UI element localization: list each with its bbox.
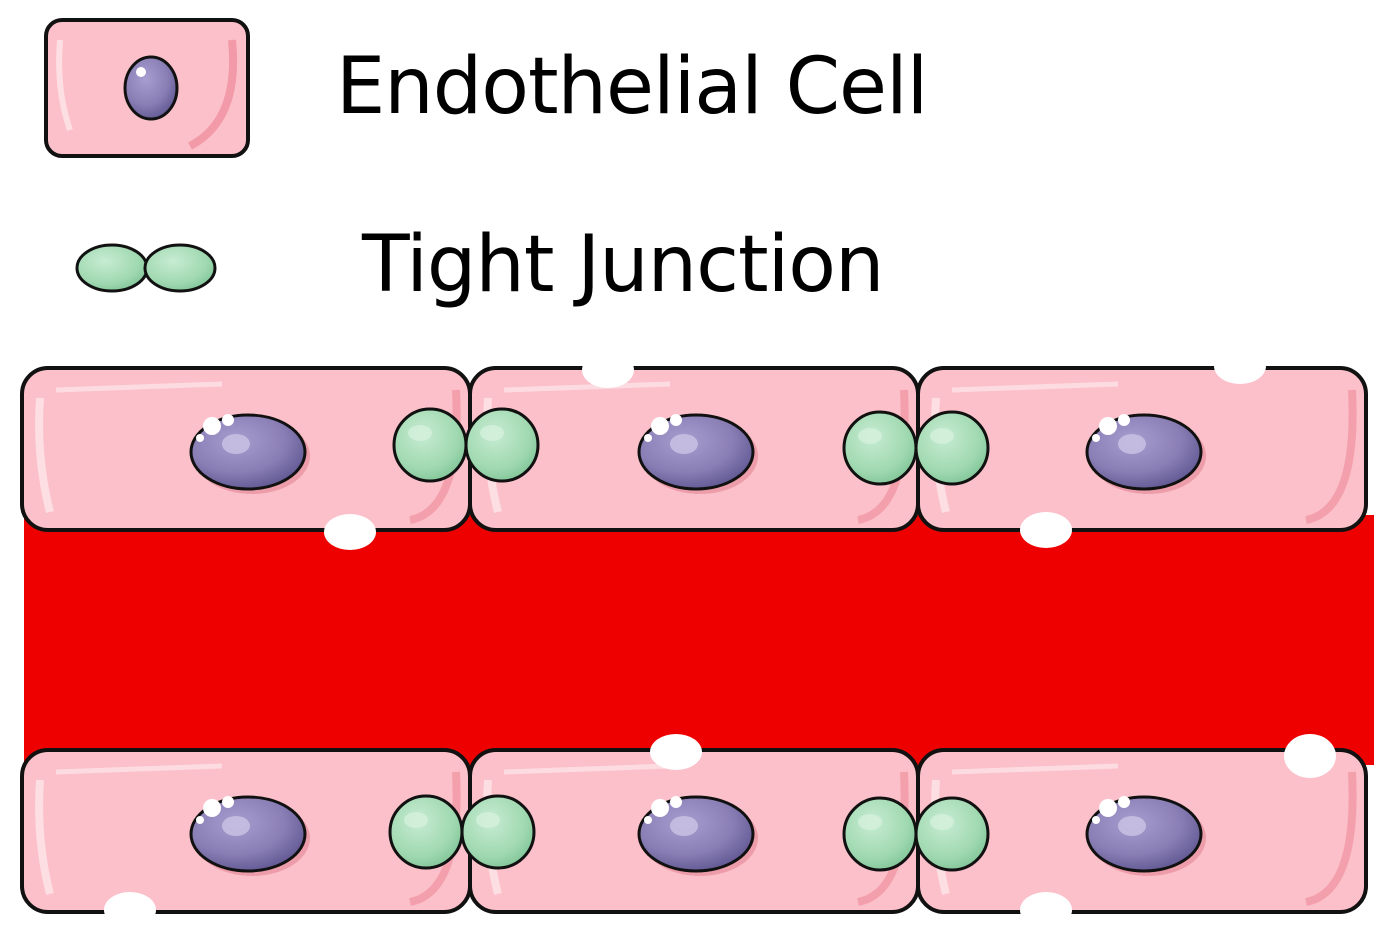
endothelial-cell-top-3: [916, 366, 1368, 532]
endothelial-cell-bottom-2-nucleus: [637, 795, 758, 876]
membrane-gap: [104, 892, 156, 928]
membrane-gap: [650, 734, 702, 770]
membrane-gap: [582, 352, 634, 388]
legend-cell-icon: [44, 18, 250, 158]
legend-tight-junction-icon: [75, 243, 217, 293]
legend-label-tight-junction: Tight Junction: [362, 220, 884, 310]
membrane-gap: [1020, 892, 1072, 928]
endothelial-cell-top-2-nucleus: [637, 413, 758, 494]
tight-junction-top-1: [392, 407, 540, 483]
membrane-gaps: [104, 348, 1336, 928]
tight-junction-top-2: [842, 410, 990, 486]
membrane-gap: [324, 514, 376, 550]
endothelial-cell-bottom-1: [20, 748, 472, 914]
endothelial-cell-bottom-3-nucleus: [1085, 795, 1206, 876]
endothelial-cell-bottom-3: [916, 748, 1368, 914]
endothelial-cell-top-3-nucleus: [1085, 413, 1206, 494]
endothelial-cell-top-1-nucleus: [189, 413, 310, 494]
membrane-gap: [1020, 512, 1072, 548]
tight-junctions: [388, 407, 990, 872]
endothelial-cell-bottom-1-nucleus: [189, 795, 310, 876]
tight-junction-bottom-1: [388, 794, 536, 870]
membrane-gap: [1284, 734, 1336, 778]
vessel-lumen: [24, 515, 1374, 765]
membrane-gap: [1214, 348, 1266, 384]
tight-junction-bottom-2: [842, 796, 990, 872]
legend-label-endothelial-cell: Endothelial Cell: [336, 42, 928, 132]
